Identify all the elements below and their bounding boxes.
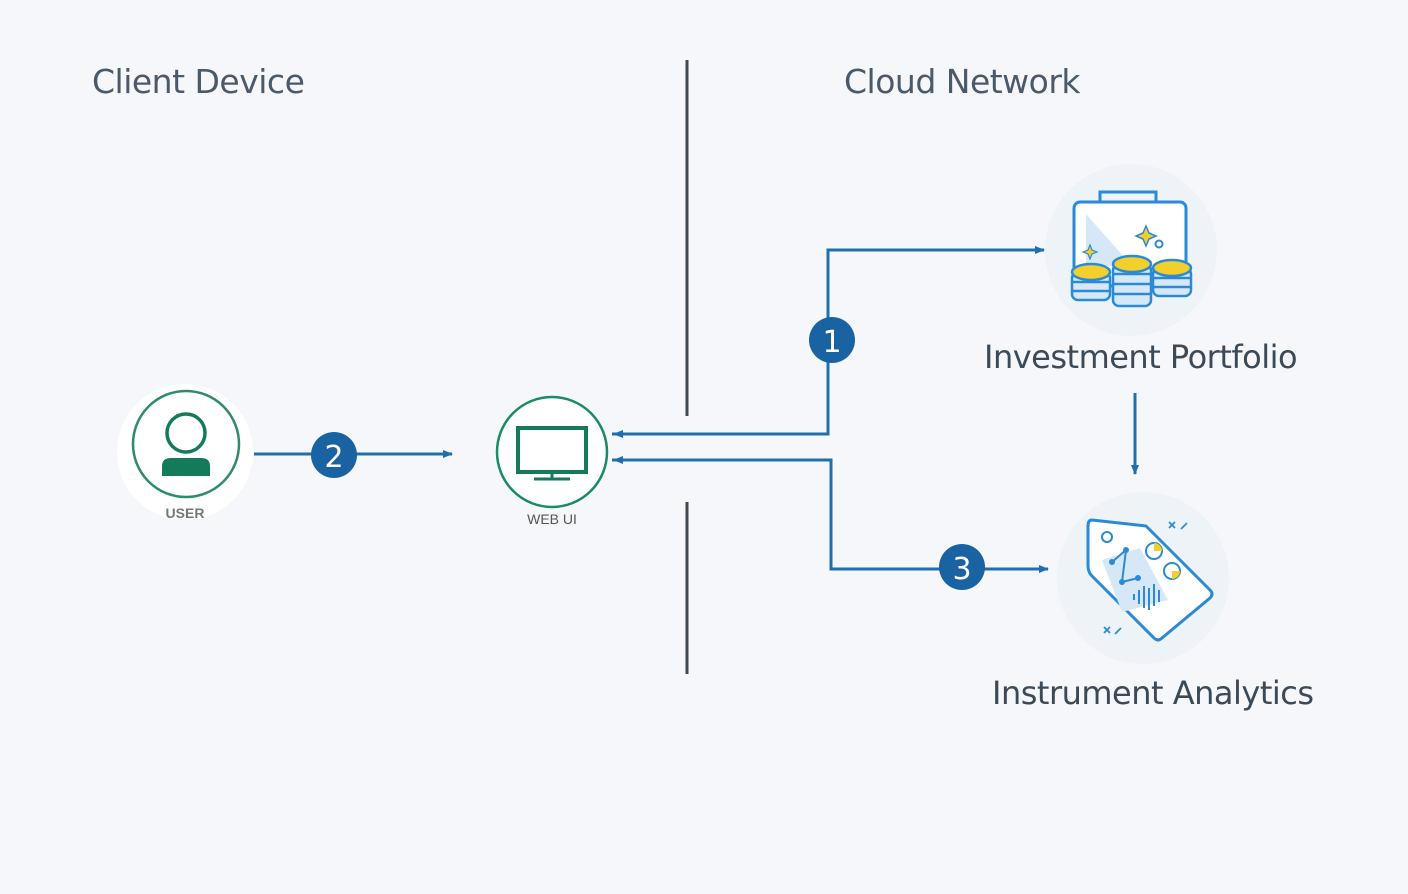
briefcase-coins-icon [1070, 190, 1193, 308]
step-number-2: 2 [324, 440, 343, 475]
step-badge-3: 3 [939, 544, 985, 590]
user-node[interactable]: USER [117, 384, 253, 521]
portfolio-label: Investment Portfolio [984, 338, 1298, 376]
tag-chart-icon [1086, 518, 1214, 642]
region-label-cloud: Cloud Network [844, 62, 1081, 101]
user-label: USER [166, 505, 205, 521]
flow-analytics-return [612, 458, 1048, 571]
monitor-icon [516, 426, 588, 481]
user-icon [162, 412, 210, 476]
webui-label: WEB UI [527, 511, 577, 527]
webui-node[interactable]: WEB UI [495, 395, 609, 527]
step-badge-2: 2 [311, 432, 357, 478]
step-badge-1: 1 [809, 317, 855, 363]
region-label-client: Client Device [92, 62, 305, 101]
analytics-label: Instrument Analytics [992, 674, 1314, 712]
portfolio-node[interactable] [1045, 164, 1217, 336]
step-number-3: 3 [952, 552, 971, 587]
step-number-1: 1 [822, 325, 841, 360]
analytics-node[interactable] [1057, 492, 1229, 664]
